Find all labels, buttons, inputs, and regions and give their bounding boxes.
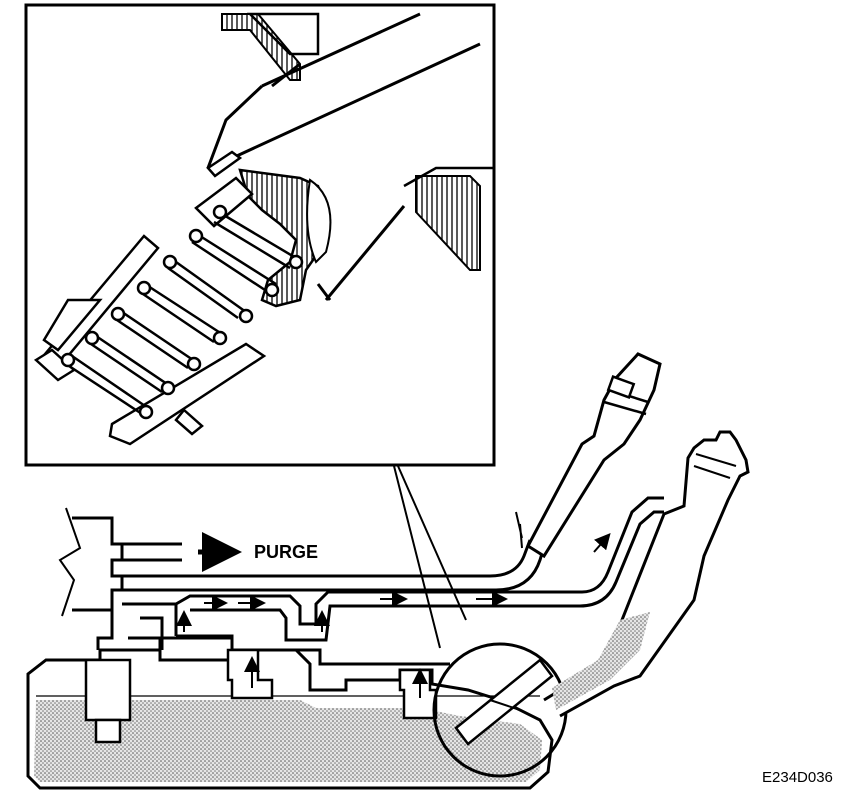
fuel-sender-unit	[84, 658, 132, 744]
vapor-line-lower	[96, 610, 450, 666]
detail-circle	[432, 642, 568, 778]
inset-left-hatched-wall	[33, 234, 267, 446]
vapor-line-middle	[122, 496, 664, 650]
purge-line	[122, 542, 182, 562]
inset-main-pipe	[206, 12, 481, 178]
inset-right-hatched-wall	[316, 166, 494, 301]
tank-valve-right	[398, 668, 438, 720]
inset-leader-line	[393, 465, 467, 649]
inset-spring-coil	[60, 204, 304, 420]
vapor-line-upper	[122, 539, 548, 592]
purge-label: PURGE	[254, 542, 318, 562]
filler-neck	[543, 430, 750, 718]
canister-block: PURGE	[58, 507, 318, 617]
inset-frame	[24, 3, 496, 467]
canister-break	[58, 507, 82, 617]
filler-neck-fuel	[552, 612, 650, 710]
inset-valve-body-cutaway	[194, 168, 332, 308]
fuel-tank	[26, 642, 568, 790]
inset-upper-hatched-wall	[221, 12, 320, 81]
fuel-level	[34, 700, 542, 782]
refuel-nozzle	[515, 352, 662, 559]
figure-code: E234D036	[762, 769, 833, 786]
detail-inset	[24, 3, 496, 649]
tank-valve-left	[226, 648, 274, 700]
vapor-lines	[96, 496, 664, 666]
